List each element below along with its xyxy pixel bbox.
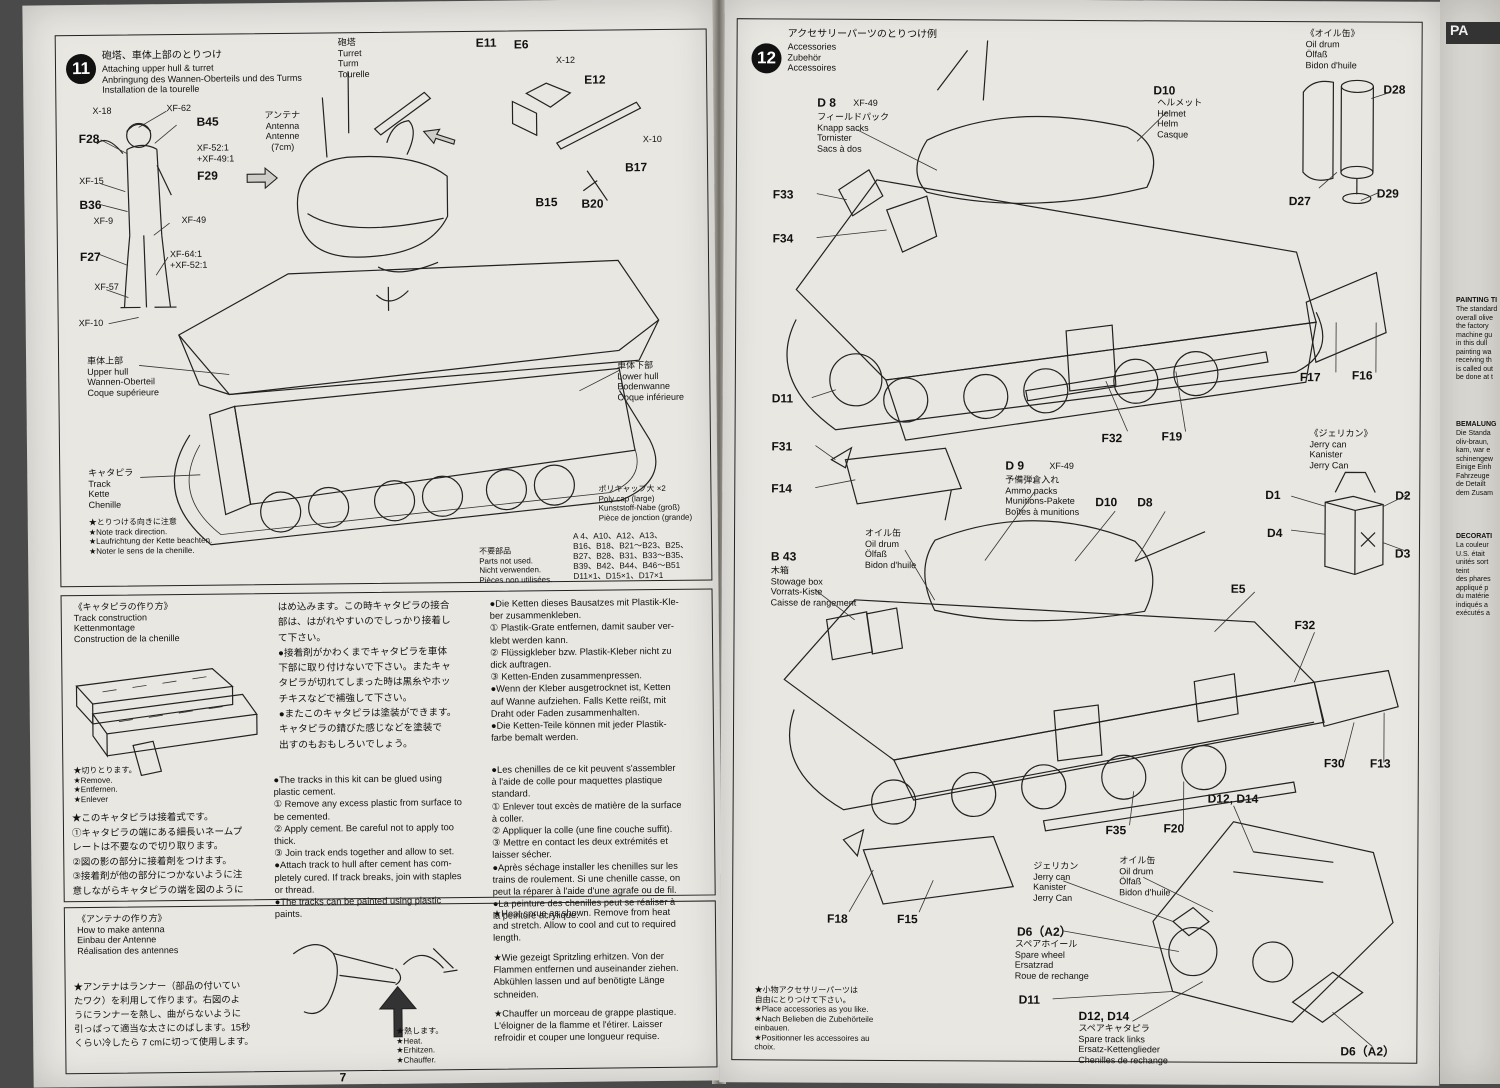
edge-text-en: The standard overall olive the factory m… [1456, 306, 1498, 381]
edge-heading-painting: PAINTING TI [1456, 297, 1498, 304]
antenna-en-text: ★Heat sprue as shown. Remove from heat a… [492, 906, 677, 944]
track-jp-col1: ★このキャタピラは接着式です。 ①キャタピラの端にある細長いネームプ レートは不… [71, 811, 244, 897]
antenna-de-text: ★Wie gezeigt Spritzling erhitzen. Von de… [493, 950, 679, 1000]
antenna-box: 《アンテナの作り方》 How to make antenna Einbau de… [63, 900, 718, 1075]
left-page: 11 砲塔、車体上部のとりつけ Attaching upper hull & t… [22, 0, 724, 1088]
left-page-number: 7 [339, 1070, 347, 1085]
antenna-fr-text: ★Chauffer un morceau de grappe plastique… [493, 1006, 677, 1044]
right-page: 12 アクセサリーパーツのとりつけ例 Accessories Zubehör A… [719, 0, 1445, 1086]
antenna-jp-text: ★アンテナはランナー（部品の付いてい たワク）を利用して作ります。右図のよ うに… [73, 980, 254, 1049]
track-construction-box: 《キャタピラの作り方》 Track construction Kettenmon… [60, 588, 716, 921]
edge-text-de: Die Standa oliv-braun, kam, war e schine… [1456, 430, 1493, 497]
track-jp-col2: はめ込みます。この時キャタピラの接合 部は、はがれやすいのでしっかり接着し て下… [277, 600, 457, 751]
antenna-title: 《アンテナの作り方》 How to make antenna Einbau de… [76, 913, 179, 956]
edge-heading-bemalung: BEMALUNG [1456, 421, 1497, 428]
step-11-illustration [96, 71, 660, 546]
antenna-heat-note: ★熱します。 ★Heat. ★Erhitzen. ★Chauffer. [396, 1026, 444, 1065]
crew-figure-sketch [96, 122, 177, 309]
step-12-illustration [783, 40, 1408, 1047]
track-en-text: ●The tracks in this kit can be glued usi… [273, 773, 462, 920]
track-de-text: ●Die Ketten dieses Bausatzes mit Plastik… [489, 596, 679, 744]
edge-text-fr: La couleur U.S. était unités sort teint … [1456, 542, 1491, 617]
step-12-box: 12 アクセサリーパーツのとりつけ例 Accessories Zubehör A… [731, 18, 1423, 1065]
track-fr-text: ●Les chenilles de ce kit peuvent s'assem… [491, 762, 682, 922]
antenna-illustration [292, 944, 458, 1038]
track-construction-illustration [75, 668, 258, 777]
edge-heading-decoration: DECORATI [1456, 533, 1493, 540]
track-remove-note: ★切りとります。 ★Remove. ★Entfernen. ★Enlever [73, 765, 137, 804]
step-11-box: 11 砲塔、車体上部のとりつけ Attaching upper hull & t… [54, 28, 713, 588]
edge-page: PA PAINTING TI The standard overall oliv… [1440, 0, 1500, 1084]
edge-page-title: PA [1446, 22, 1500, 44]
